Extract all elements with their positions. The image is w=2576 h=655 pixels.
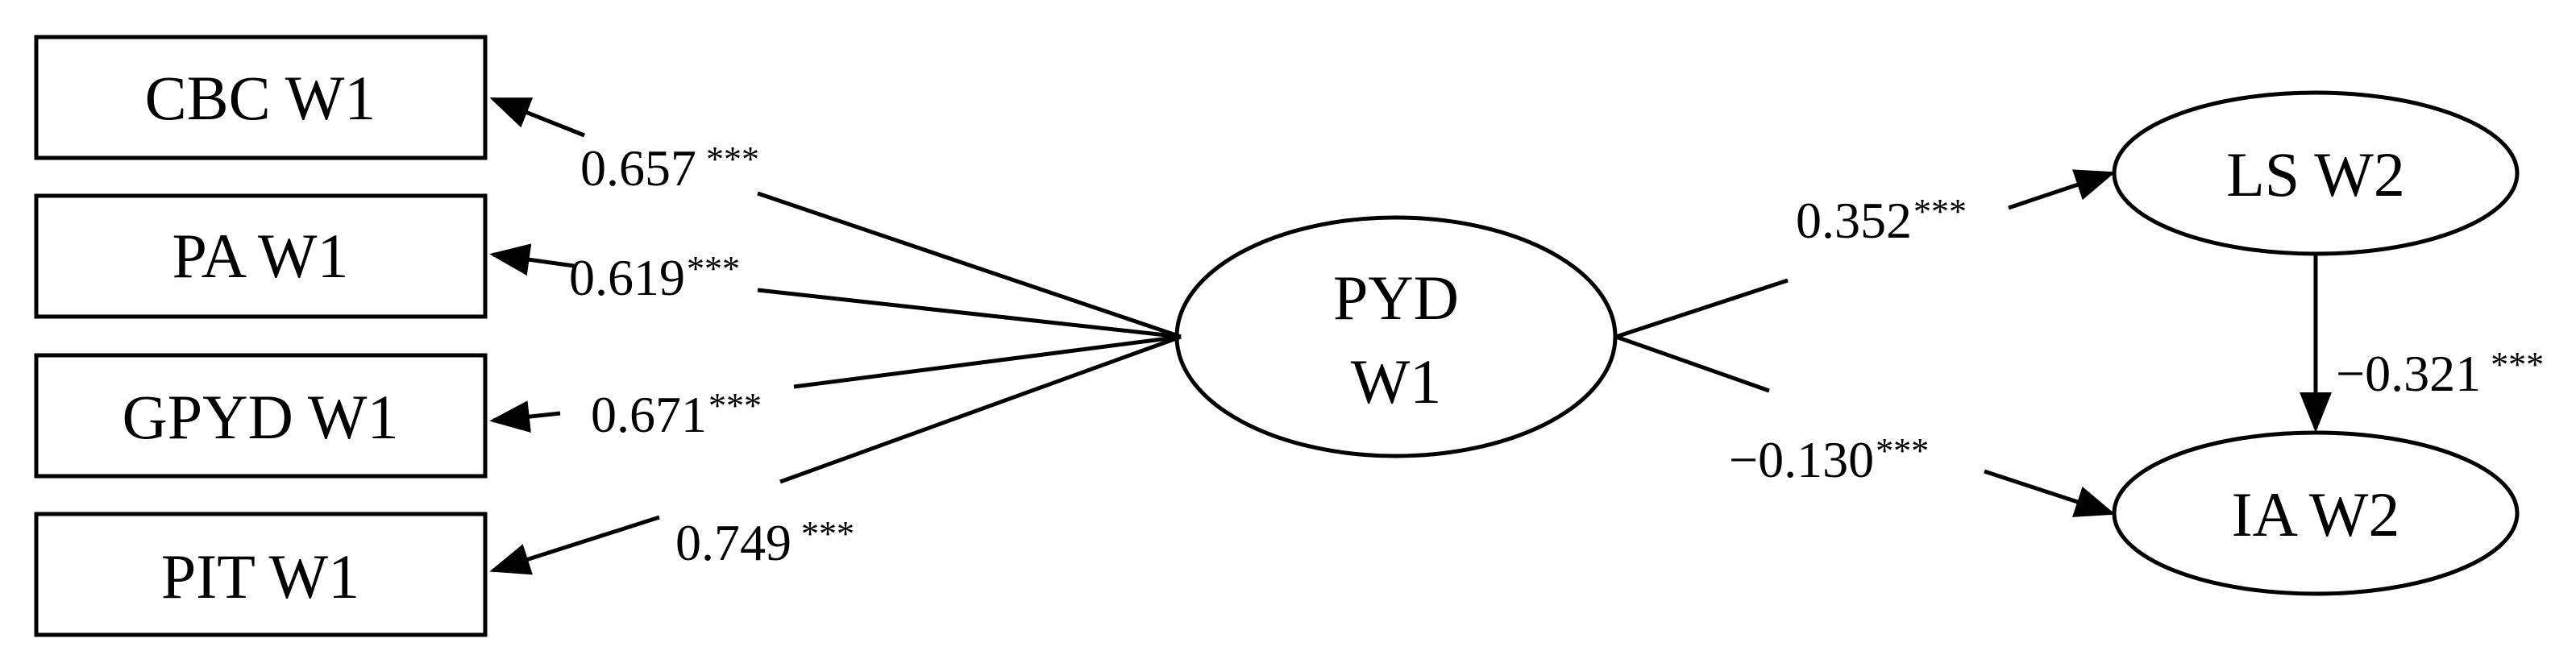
- node-pa-label: PA W1: [172, 221, 349, 291]
- node-ia: IA W2: [2112, 430, 2520, 596]
- node-pyd-label-line2: W1: [1351, 346, 1442, 417]
- node-gpyd-label: GPYD W1: [122, 382, 398, 452]
- path-pyd-cbc: 0.657***: [489, 97, 1182, 339]
- node-cbc-label: CBC W1: [145, 63, 376, 133]
- node-ls: LS W2: [2112, 90, 2520, 256]
- node-cbc: CBC W1: [34, 35, 488, 160]
- path-pyd-pa: 0.619***: [489, 243, 1182, 339]
- node-pyd: PYD W1: [1174, 215, 1618, 458]
- path-pyd-ls: 0.352***: [1615, 169, 2116, 339]
- path-pyd-pit: 0.749***: [489, 334, 1182, 575]
- node-ls-label: LS W2: [2226, 139, 2405, 209]
- node-gpyd: GPYD W1: [34, 353, 488, 479]
- path-pyd-gpyd-label: 0.671***: [591, 386, 762, 443]
- node-pa: PA W1: [34, 193, 488, 319]
- node-pit: PIT W1: [34, 512, 488, 637]
- node-ia-label: IA W2: [2232, 479, 2400, 549]
- path-pyd-ia: −0.130***: [1615, 334, 2116, 517]
- path-ls-ia-label: −0.321***: [2336, 345, 2544, 402]
- path-pyd-ls-label: 0.352***: [1796, 192, 1967, 249]
- path-pyd-gpyd: 0.671***: [489, 334, 1182, 443]
- path-pyd-ia-label: −0.130***: [1729, 431, 1929, 488]
- node-pit-label: PIT W1: [161, 541, 359, 611]
- path-pyd-pit-label: 0.749***: [675, 514, 854, 571]
- path-ls-ia: −0.321***: [2300, 255, 2544, 433]
- path-pyd-cbc-label: 0.657***: [580, 139, 759, 197]
- path-pyd-pa-label: 0.619***: [569, 249, 740, 306]
- node-pyd-label-line1: PYD: [1333, 263, 1459, 333]
